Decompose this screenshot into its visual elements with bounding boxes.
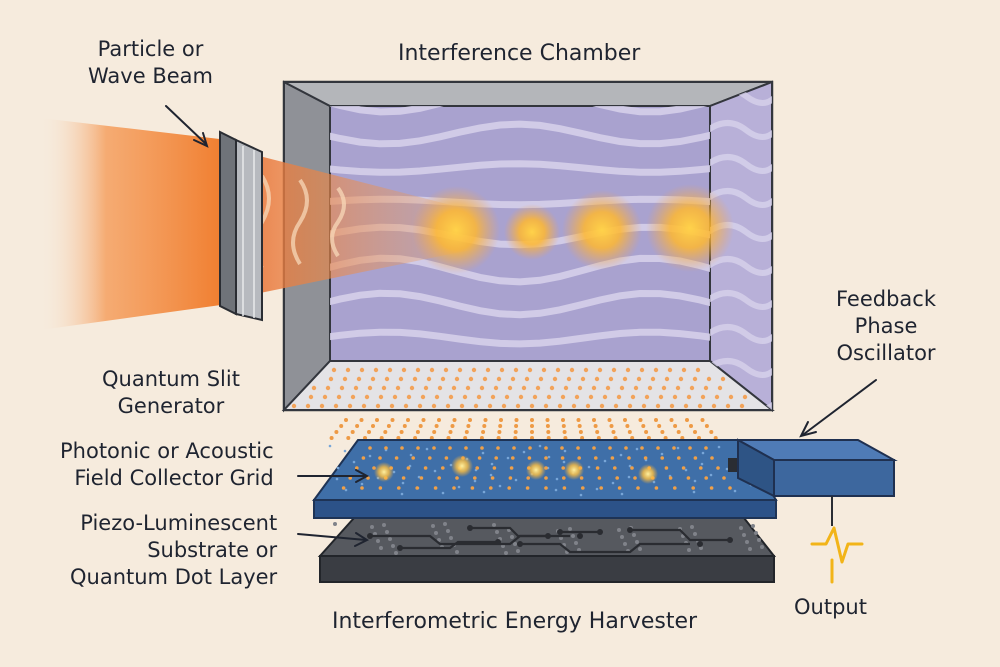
label-oscillator: Feedback Phase Oscillator	[836, 287, 937, 365]
falling-particle-dots	[329, 418, 718, 440]
output-waveform	[810, 526, 864, 584]
floor-dot-pattern	[291, 367, 748, 409]
label-substrate: Piezo-Luminescent Substrate or Quantum D…	[70, 511, 278, 589]
leader-lines	[165, 105, 877, 547]
slit-plate	[219, 130, 263, 322]
label-collector-grid: Photonic or Acoustic Field Collector Gri…	[60, 439, 274, 490]
label-beam: Particle or Wave Beam	[88, 37, 213, 88]
chamber-top-wall	[283, 81, 773, 107]
label-slit-generator: Quantum Slit Generator	[102, 367, 240, 418]
label-chamber: Interference Chamber	[398, 41, 641, 66]
label-output: Output	[794, 595, 867, 619]
oscillator-box	[728, 438, 898, 526]
collector-grid-plate	[312, 439, 778, 519]
interference-maxima	[412, 184, 734, 274]
circuit-substrate-plate	[317, 517, 777, 583]
beam-cone	[40, 118, 228, 330]
beam-inside-chamber	[236, 150, 470, 298]
label-harvester: Interferometric Energy Harvester	[332, 609, 698, 634]
